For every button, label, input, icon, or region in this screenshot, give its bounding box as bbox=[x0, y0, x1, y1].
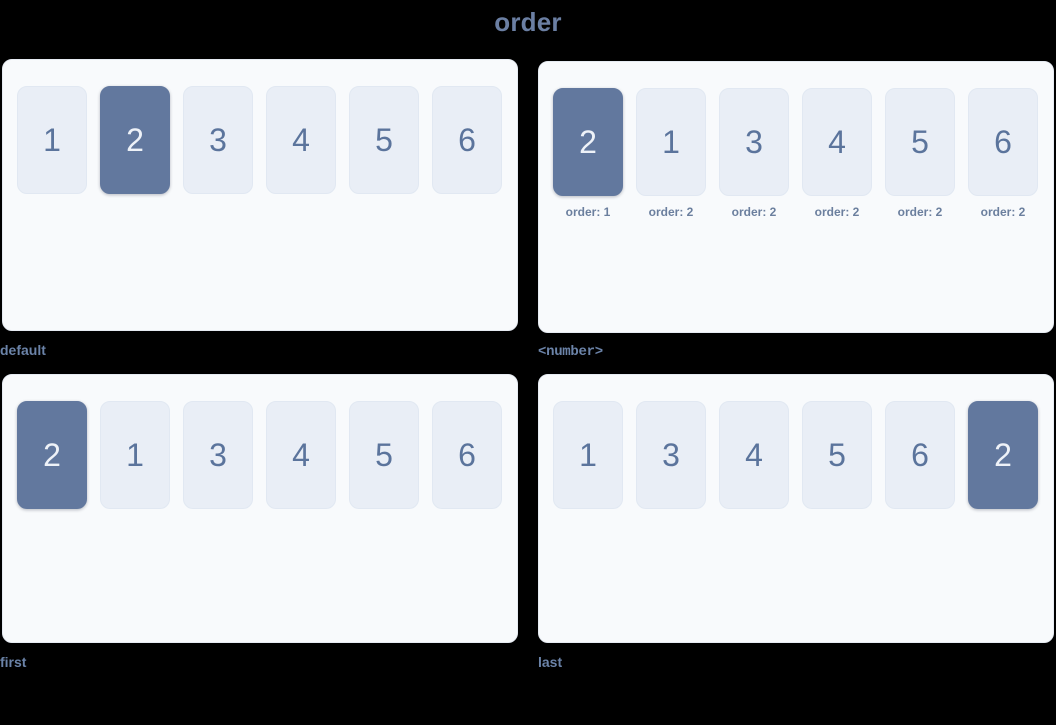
item-box[interactable]: 1 bbox=[553, 401, 623, 509]
item-box[interactable]: 6 bbox=[885, 401, 955, 509]
item-order-label: order: 2 bbox=[648, 205, 694, 219]
demo-caption: default bbox=[0, 342, 46, 358]
item-wrapper: 4 bbox=[719, 401, 789, 509]
item-wrapper: 6 order: 2 bbox=[968, 88, 1038, 219]
item-box[interactable]: 6 bbox=[968, 88, 1038, 196]
item-wrapper: 3 order: 2 bbox=[719, 88, 789, 219]
item-box[interactable]: 3 bbox=[636, 401, 706, 509]
item-wrapper: 3 bbox=[636, 401, 706, 509]
item-wrapper: 2 order: 1 bbox=[553, 88, 623, 219]
item-wrapper: 2 bbox=[968, 401, 1038, 509]
item-wrapper: 2 bbox=[100, 86, 170, 194]
item-box[interactable]: 5 bbox=[349, 401, 419, 509]
item-box[interactable]: 3 bbox=[183, 86, 253, 194]
item-box-highlighted[interactable]: 2 bbox=[17, 401, 87, 509]
item-wrapper: 1 order: 2 bbox=[636, 88, 706, 219]
item-box[interactable]: 5 bbox=[802, 401, 872, 509]
item-box[interactable]: 1 bbox=[636, 88, 706, 196]
item-wrapper: 5 bbox=[802, 401, 872, 509]
item-wrapper: 5 bbox=[349, 401, 419, 509]
item-box[interactable]: 3 bbox=[183, 401, 253, 509]
item-wrapper: 3 bbox=[183, 401, 253, 509]
item-wrapper: 4 bbox=[266, 86, 336, 194]
page-title: order bbox=[494, 7, 562, 37]
item-box-highlighted[interactable]: 2 bbox=[968, 401, 1038, 509]
demo-panel: 2 order: 1 1 order: 2 3 order: 2 4 order: 2 5 ord… bbox=[538, 61, 1054, 333]
item-wrapper: 6 bbox=[432, 86, 502, 194]
item-box-highlighted[interactable]: 2 bbox=[553, 88, 623, 196]
item-box-highlighted[interactable]: 2 bbox=[100, 86, 170, 194]
item-order-label: order: 2 bbox=[814, 205, 860, 219]
item-wrapper: 2 bbox=[17, 401, 87, 509]
item-wrapper: 1 bbox=[100, 401, 170, 509]
item-box[interactable]: 4 bbox=[719, 401, 789, 509]
item-wrapper: 4 bbox=[266, 401, 336, 509]
demo-caption: first bbox=[0, 654, 27, 670]
demo-caption: <number> bbox=[538, 344, 603, 360]
item-box[interactable]: 4 bbox=[802, 88, 872, 196]
demo-number: 2 order: 1 1 order: 2 3 order: 2 4 order: 2 5 ord… bbox=[538, 61, 1054, 360]
item-wrapper: 6 bbox=[885, 401, 955, 509]
item-box[interactable]: 6 bbox=[432, 86, 502, 194]
item-list: 2 order: 1 1 order: 2 3 order: 2 4 order: 2 5 ord… bbox=[553, 88, 1053, 219]
item-wrapper: 3 bbox=[183, 86, 253, 194]
item-box[interactable]: 1 bbox=[100, 401, 170, 509]
item-box[interactable]: 6 bbox=[432, 401, 502, 509]
item-box[interactable]: 5 bbox=[349, 86, 419, 194]
item-wrapper: 5 bbox=[349, 86, 419, 194]
item-box[interactable]: 3 bbox=[719, 88, 789, 196]
item-order-label: order: 2 bbox=[731, 205, 777, 219]
item-wrapper: 5 order: 2 bbox=[885, 88, 955, 219]
item-box[interactable]: 4 bbox=[266, 86, 336, 194]
item-box[interactable]: 4 bbox=[266, 401, 336, 509]
item-wrapper: 4 order: 2 bbox=[802, 88, 872, 219]
item-box[interactable]: 1 bbox=[17, 86, 87, 194]
demo-caption: last bbox=[538, 654, 563, 670]
item-wrapper: 1 bbox=[17, 86, 87, 194]
item-wrapper: 1 bbox=[553, 401, 623, 509]
item-order-label: order: 2 bbox=[980, 205, 1026, 219]
item-box[interactable]: 5 bbox=[885, 88, 955, 196]
item-order-label: order: 2 bbox=[897, 205, 943, 219]
item-order-label: order: 1 bbox=[565, 205, 611, 219]
item-wrapper: 6 bbox=[432, 401, 502, 509]
